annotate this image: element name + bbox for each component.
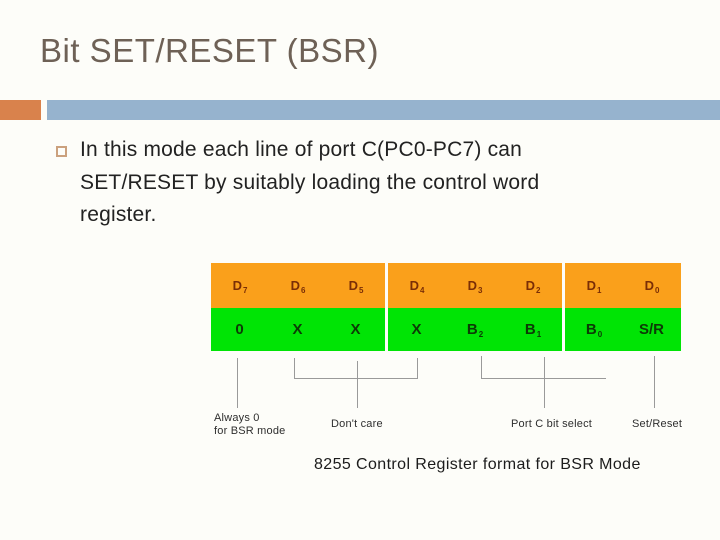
value-label: 0 <box>235 321 244 338</box>
accent-orange-square <box>0 100 41 120</box>
label-set-reset: Set/Reset <box>632 418 683 430</box>
bullet-line-1: In this mode each line of port C(PC0-PC7… <box>80 138 523 161</box>
bit-subscript: 5 <box>358 286 364 295</box>
value-subscript: 0 <box>597 330 603 339</box>
bit-label: D <box>586 278 596 293</box>
value-label: B <box>585 321 597 338</box>
bit-label: D <box>409 278 419 293</box>
bit-label: D <box>644 278 654 293</box>
value-label: B <box>466 321 478 338</box>
value-cell-d7: 0 <box>211 308 269 351</box>
leader-line-setreset <box>654 356 655 408</box>
leader-line-always0 <box>237 358 238 408</box>
value-subscript: 2 <box>478 330 484 339</box>
bit-label: D <box>525 278 535 293</box>
bit-label: D <box>348 278 358 293</box>
bit-label: D <box>467 278 477 293</box>
value-label: X <box>292 321 303 338</box>
bit-subscript: 4 <box>419 286 425 295</box>
portc-bracket-bar <box>481 378 606 379</box>
value-cell-d6: X <box>269 308 327 351</box>
portc-stem <box>544 357 545 408</box>
bit-label: D <box>232 278 242 293</box>
dontcare-stem <box>357 361 358 408</box>
figure-caption: 8255 Control Register format for BSR Mod… <box>314 456 641 473</box>
label-always0-line1: Always 0 <box>214 412 260 424</box>
value-cell-d5: X <box>327 308 385 351</box>
value-label: B <box>524 321 536 338</box>
value-cell-d4: X <box>388 308 446 351</box>
value-label: X <box>411 321 422 338</box>
bullet-text: In this mode each line of port C(PC0-PC7… <box>80 134 539 232</box>
bit-subscript: 1 <box>596 286 602 295</box>
bit-subscript: 3 <box>477 286 483 295</box>
bit-subscript: 7 <box>242 286 248 295</box>
dontcare-bracket-bar <box>294 378 418 379</box>
value-cell-d0: S/R <box>623 308 681 351</box>
bullet-line-3: register. <box>80 203 157 226</box>
value-subscript: 1 <box>536 330 542 339</box>
dontcare-bracket-left-tick <box>294 358 295 379</box>
bit-subscript: 0 <box>654 286 660 295</box>
bullet-line-2: SET/RESET by suitably loading the contro… <box>80 170 540 194</box>
bullet-square-icon <box>56 146 67 157</box>
label-port-c-bit-select: Port C bit select <box>511 418 593 430</box>
dontcare-bracket-right-tick <box>417 358 418 379</box>
label-always0-line2: for BSR mode <box>214 425 286 437</box>
portc-bracket-left-tick <box>481 356 482 379</box>
value-label: S/R <box>638 321 664 338</box>
bit-subscript: 2 <box>535 286 541 295</box>
page-title: Bit SET/RESET (BSR) <box>40 32 379 69</box>
label-dont-care: Don't care <box>331 418 383 430</box>
bit-subscript: 6 <box>300 286 306 295</box>
accent-blue-bar <box>47 100 720 120</box>
bit-label: D <box>290 278 300 293</box>
label-always0: Always 0 for BSR mode <box>214 412 285 438</box>
value-label: X <box>350 321 361 338</box>
